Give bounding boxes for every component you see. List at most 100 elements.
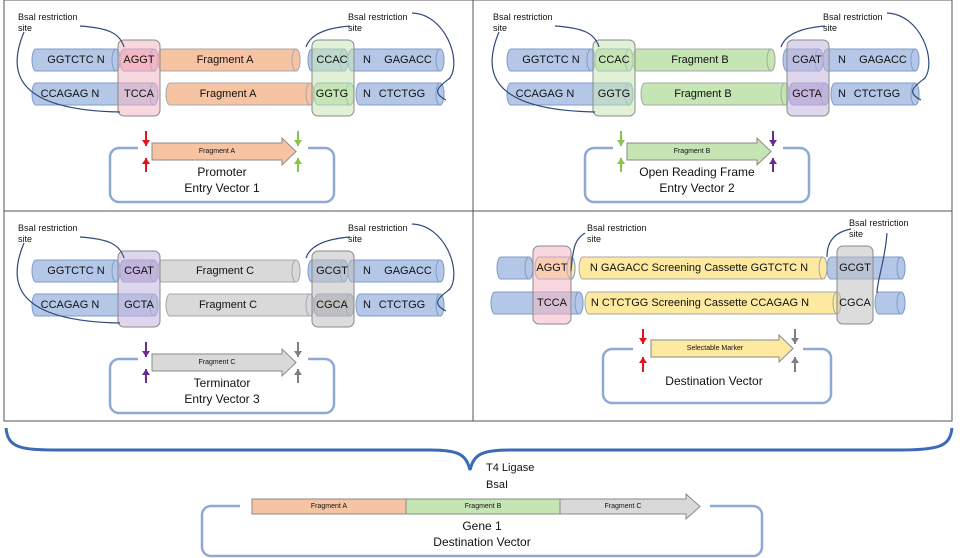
panel-terminator-arrow-right-down-head <box>294 351 302 357</box>
panel-orf-fragment-arrow-shape <box>626 136 772 167</box>
panel-destination-arrow-right-up <box>791 357 799 372</box>
panel-promoter-arrow-right-down <box>294 131 302 146</box>
panel-terminator-bottom-right-dna <box>355 293 445 317</box>
panel-orf-arrow-left-down <box>617 131 625 146</box>
panel-terminator-seq-bottom-left: CCAGAG N <box>41 299 100 311</box>
panel-promoter-fragment-arrow-shape <box>151 136 297 167</box>
panel-destination-left-overhang-box <box>532 245 572 325</box>
result-vector-label: Destination Vector <box>433 535 530 549</box>
panel-destination-bottom-left-dna-cap <box>574 291 584 315</box>
panel-orf-n-bottom: N <box>838 88 846 100</box>
panel-orf-left-overhang-box <box>592 39 636 117</box>
panel-terminator-seq-top-right: GAGACC <box>384 265 432 277</box>
panel-terminator-site-right-line2: site <box>348 234 362 244</box>
panel-terminator-arrow-left-down <box>142 342 150 357</box>
result-segment-label-0: Fragment A <box>311 503 348 510</box>
panel-promoter-overhang-top-right: CCAC <box>316 54 347 66</box>
panel-orf-arrow-left-down-head <box>617 140 625 146</box>
panel-terminator-site-left-line1: BsaI restriction <box>18 223 78 233</box>
panel-orf-arrow-left-up <box>617 158 625 172</box>
panel-destination-arrow-left-up <box>639 357 647 372</box>
panel-orf-vector-label: Entry Vector 2 <box>659 181 735 195</box>
panel-destination-arrow-right-up-head <box>791 357 799 363</box>
panel-promoter-right-overhang-box <box>311 39 355 117</box>
panel-orf-seq-top-right: GAGACC <box>859 54 907 66</box>
panel-promoter-site-left-line2: site <box>18 23 32 33</box>
panel-destination-cassette-bottom-text: N CTCTGG Screening Cassette CCAGAG N <box>591 297 809 309</box>
panel-orf-overhang-bottom-right: GCTA <box>792 88 822 100</box>
panel-terminator-n-bottom: N <box>363 299 371 311</box>
panel-orf-site-left-line2: site <box>493 23 507 33</box>
panel-orf-fragment-arrow: Fragment B <box>626 136 772 167</box>
panel-terminator-arrow-left-up-head <box>142 369 150 375</box>
panel-orf-top-fragment-cap <box>766 48 776 72</box>
panel-promoter-seq-bottom-right: CTCTGG <box>379 88 425 100</box>
panel-promoter-connector-left-bottom <box>16 31 121 113</box>
panel-destination-site-left-line1: BsaI restriction <box>587 223 647 233</box>
panel-promoter-overhang-top-left: AGGT <box>123 54 154 66</box>
panel-promoter-top-right-dna-cap <box>435 48 445 72</box>
panel-terminator-connector-left-top <box>79 236 125 259</box>
panel-orf-arrow-right-up <box>769 158 777 172</box>
panel-promoter-arrow-right-up <box>294 158 302 172</box>
panel-promoter-site-right-line1: BsaI restriction <box>348 12 408 22</box>
result-segment-label-2: Fragment C <box>605 503 642 510</box>
panel-destination-arrow-right-down <box>791 329 799 344</box>
panel-promoter-connector-left-top <box>79 25 125 48</box>
panel-terminator-top-fragment <box>157 259 301 283</box>
panel-terminator-site-right-line1: BsaI restriction <box>348 223 408 233</box>
panel-destination-overhang-top-right: GCGT <box>839 262 871 274</box>
panel-terminator-arrow-right-up <box>294 369 302 383</box>
panel-orf-connector-right-top <box>886 12 930 101</box>
panel-promoter-connector-right-bottom <box>305 25 351 48</box>
panel-destination-connector-left <box>570 232 586 272</box>
panel-terminator-arrow-right-down <box>294 342 302 357</box>
result-segment-label-1: Fragment B <box>465 503 502 510</box>
panel-destination-connector-right-a <box>826 228 852 258</box>
panel-orf-title: Open Reading Frame <box>639 165 755 179</box>
panel-promoter-top-fragment-cap <box>291 48 301 72</box>
panel-orf-connector-right-bottom <box>780 25 826 48</box>
panel-promoter-seq-top-left: GGTCTC N <box>47 54 104 66</box>
panel-terminator-arrow-left-down-head <box>142 351 150 357</box>
panel-terminator-fragment-arrow-shape <box>151 347 297 378</box>
panel-terminator-connector-right-bottom <box>305 236 351 259</box>
panel-orf-n-top: N <box>838 54 846 66</box>
combine-brace <box>4 427 954 471</box>
enzyme-t4-ligase: T4 Ligase <box>486 462 534 474</box>
panel-orf-overhang-top-right: CGAT <box>792 54 822 66</box>
panel-promoter-overhang-bottom-left: TCCA <box>124 88 155 100</box>
panel-destination-site-right-line2: site <box>849 229 863 239</box>
panel-orf-site-right-line2: site <box>823 23 837 33</box>
panel-promoter-n-bottom: N <box>363 88 371 100</box>
panel-destination-top-cassette-cap <box>818 256 828 280</box>
panel-promoter-left-overhang-box <box>117 39 161 117</box>
panel-terminator-connector-right-top <box>411 223 455 312</box>
panel-promoter-fragment-top: Fragment A <box>197 54 255 66</box>
panel-destination-vector-label: Destination Vector <box>665 374 762 388</box>
panel-orf-overhang-bottom-left: GGTG <box>598 88 630 100</box>
panel-terminator-site-left-line2: site <box>18 234 32 244</box>
panel-terminator-overhang-top-right: GCGT <box>316 265 348 277</box>
panel-orf-arrow-left-up-head <box>617 158 625 164</box>
panel-terminator-vector-label: Entry Vector 3 <box>184 392 260 406</box>
panel-terminator-connector-left-bottom <box>16 242 121 324</box>
panel-promoter-arrow-left-up <box>142 158 150 172</box>
panel-orf-connector-left-bottom <box>491 31 596 113</box>
panel-orf-overhang-top-left: CCAC <box>598 54 629 66</box>
panel-promoter-n-top: N <box>363 54 371 66</box>
panel-promoter-arrow-left-down-head <box>142 140 150 146</box>
panel-promoter-title: Promoter <box>197 165 246 179</box>
result-gene-label: Gene 1 <box>462 519 502 533</box>
panel-promoter-connector-right-top <box>411 12 455 101</box>
panel-orf-connector-left-top <box>554 25 600 48</box>
panel-destination-site-right-line1: BsaI restriction <box>849 218 909 228</box>
panel-terminator-left-overhang-box <box>117 250 161 328</box>
panel-promoter-bottom-right-dna <box>355 82 445 106</box>
panel-destination-overhang-top-left: AGGT <box>536 262 567 274</box>
panel-terminator-fragment-bottom: Fragment C <box>199 299 257 311</box>
panel-destination-arrow-left-up-head <box>639 357 647 363</box>
panel-destination-top-right-dna-cap <box>896 256 906 280</box>
